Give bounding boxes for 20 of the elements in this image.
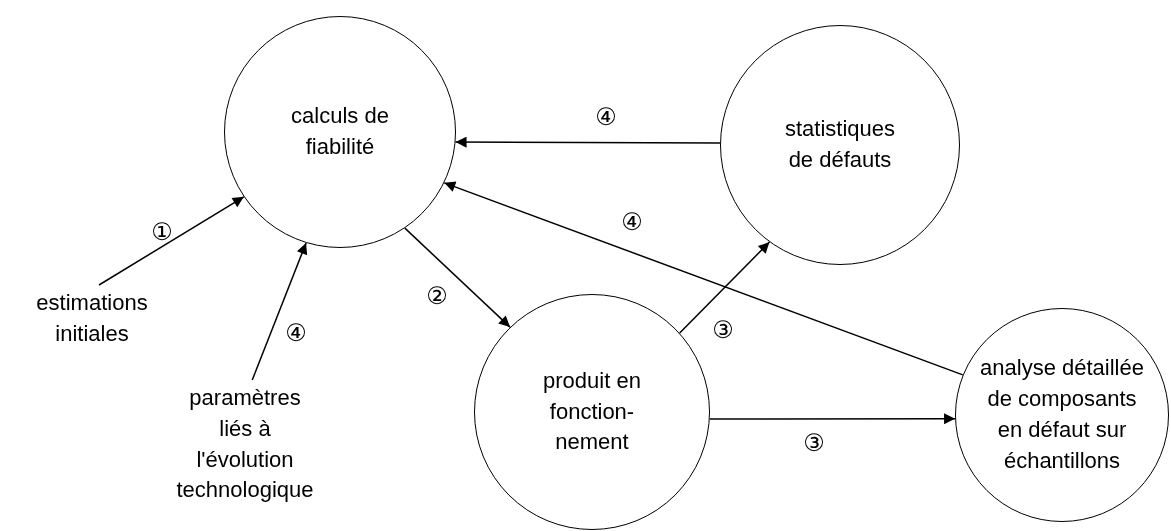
node-label: statistiques de défauts (783, 115, 897, 174)
arrow (678, 241, 771, 334)
step-number: ④ (621, 210, 643, 234)
step-number: ③ (803, 431, 825, 455)
step-number: ④ (595, 105, 617, 129)
arrow (454, 136, 721, 148)
node-label: analyse détaillée de composants en défaut sur échantillons (979, 354, 1145, 475)
arrow (404, 227, 511, 328)
arrow (443, 181, 964, 376)
step-number: ② (426, 284, 448, 308)
node-label: calculs de fiabilité (290, 102, 390, 161)
arrow (709, 413, 956, 425)
step-number: ④ (285, 321, 307, 345)
node-label: produit en fonction- nement (542, 366, 642, 457)
step-number: ① (151, 220, 173, 244)
arrow (251, 242, 308, 381)
arrow (98, 196, 245, 286)
step-number: ③ (712, 318, 734, 342)
input-label: paramètres liés à l'évolution technologique (175, 384, 315, 505)
input-label: estimations initiales (35, 289, 149, 348)
